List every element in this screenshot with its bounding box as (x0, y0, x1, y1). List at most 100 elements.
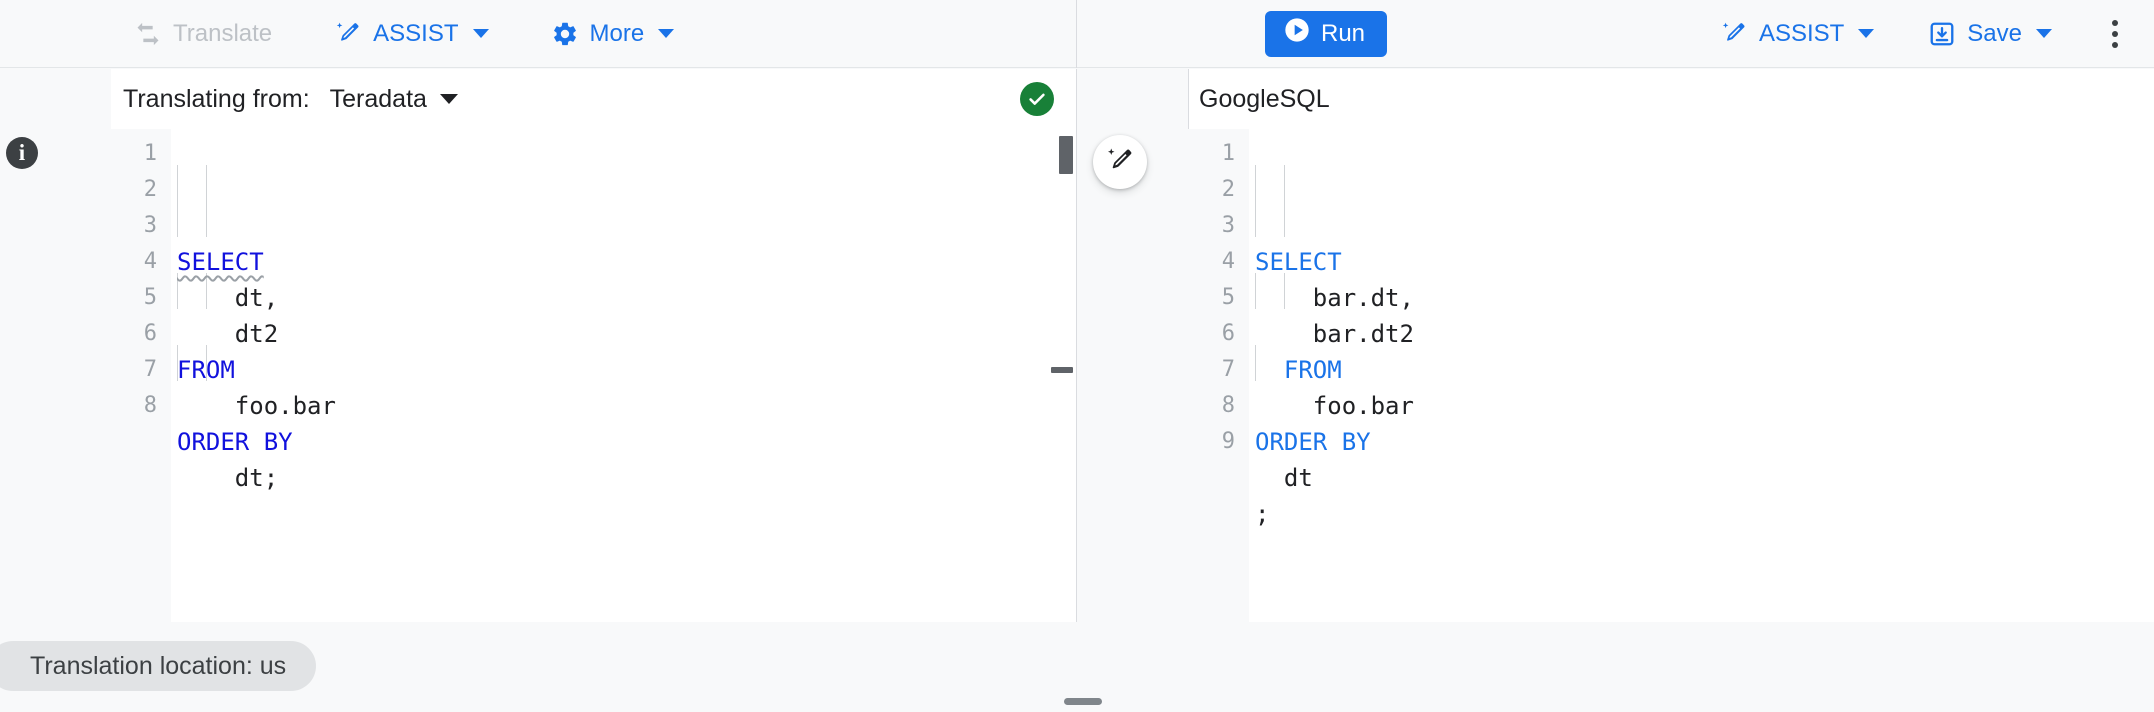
chevron-down-icon (472, 29, 489, 38)
target-dialect-value: GoogleSQL (1199, 84, 1330, 113)
code-line: ; (1255, 496, 2154, 532)
run-button[interactable]: Run (1265, 10, 1388, 57)
more-button-label: More (589, 19, 645, 47)
line-number: 5 (143, 285, 157, 310)
dialect-header-row: Translating from: Teradata GoogleSQL (0, 69, 2154, 129)
target-editor-pane[interactable]: 1 2 3 4 5 6 7 8 9 SELECT bar.dt, bar.dt2 FROM fo… (1189, 129, 2154, 622)
source-toolbar: Translate ASSIST (0, 0, 1077, 68)
assist-target-button[interactable]: ASSIST (1706, 11, 1888, 57)
swap-horizontal-icon (134, 20, 162, 48)
save-download-icon (1928, 20, 1956, 48)
line-number: 6 (143, 321, 157, 346)
magic-pen-icon (1105, 146, 1135, 179)
chevron-down-icon (658, 29, 675, 38)
line-number: 4 (1221, 249, 1235, 274)
code-line: FROM (177, 352, 1076, 388)
sql-identifier: dt2 (234, 320, 279, 348)
sql-identifier: bar.dt, (1312, 284, 1414, 312)
sql-identifier: ; (1255, 500, 1270, 528)
assist-target-label: ASSIST (1758, 19, 1845, 47)
line-number: 9 (1221, 429, 1235, 454)
magic-edit-button[interactable] (1093, 135, 1147, 189)
sql-identifier: foo.bar (1312, 392, 1414, 420)
code-line: SELECT (1255, 244, 2154, 280)
code-line: FROM (1255, 352, 2154, 388)
line-number: 6 (1221, 321, 1235, 346)
line-number: 1 (1221, 141, 1235, 166)
target-dialect-bar: GoogleSQL (1189, 69, 2154, 129)
code-line: dt, (177, 280, 1076, 316)
code-line: ORDER BY (177, 424, 1076, 460)
save-button[interactable]: Save (1914, 11, 2066, 57)
save-button-label: Save (1967, 19, 2022, 47)
line-number: 5 (1221, 285, 1235, 310)
code-line: dt; (177, 460, 1076, 496)
sql-keyword: SELECT (1255, 248, 1342, 276)
source-scroll-position-marker[interactable] (1051, 367, 1073, 373)
code-line: foo.bar (177, 388, 1076, 424)
more-button[interactable]: More (537, 11, 689, 57)
sql-identifier: foo.bar (234, 392, 336, 420)
code-line: bar.dt2 (1255, 316, 2154, 352)
target-toolbar: Run ASSIST (1077, 0, 2154, 68)
gear-icon (551, 20, 579, 48)
line-number: 7 (143, 357, 157, 382)
code-line: foo.bar (1255, 388, 2154, 424)
assist-source-label: ASSIST (373, 19, 459, 47)
info-icon[interactable]: i (6, 137, 38, 169)
line-number: 1 (143, 141, 157, 166)
more-vert-icon[interactable] (2092, 11, 2138, 57)
code-line: dt2 (177, 316, 1076, 352)
sql-identifier: bar.dt2 (1312, 320, 1414, 348)
code-line: bar.dt, (1255, 280, 2154, 316)
sql-keyword: FROM (177, 356, 235, 384)
run-button-label: Run (1321, 19, 1366, 47)
magic-pen-icon (334, 20, 362, 48)
check-circle-icon (1020, 82, 1054, 116)
line-number: 2 (143, 177, 157, 202)
chevron-down-icon (2036, 29, 2052, 38)
chevron-down-icon (439, 94, 458, 104)
translate-button-label: Translate (173, 19, 273, 47)
source-dialect-value: Teradata (329, 84, 427, 113)
footer-bar: Translation location: us (0, 622, 2154, 712)
translate-button[interactable]: Translate (120, 11, 286, 57)
source-vertical-scrollbar-thumb[interactable] (1059, 136, 1073, 174)
line-number: 3 (1221, 213, 1235, 238)
line-number: 2 (1221, 177, 1235, 202)
sql-identifier: dt (1283, 464, 1313, 492)
code-line: ORDER BY (1255, 424, 2154, 460)
sql-keyword: SELECT (177, 248, 264, 276)
code-line (1255, 532, 2154, 568)
line-number: 3 (143, 213, 157, 238)
source-dialect-select[interactable]: Teradata (330, 85, 458, 114)
bottom-resize-handle[interactable] (1064, 698, 1102, 705)
source-dialect-bar: Translating from: Teradata (111, 69, 1077, 129)
play-circle-icon (1283, 16, 1311, 51)
line-number: 4 (143, 249, 157, 274)
assist-source-button[interactable]: ASSIST (320, 11, 502, 57)
code-line: dt (1255, 460, 2154, 496)
sql-identifier: dt, (234, 284, 279, 312)
translating-from-label: Translating from: (123, 84, 310, 113)
line-number: 8 (143, 393, 157, 418)
target-toolbar-right-group: ASSIST Save (1706, 0, 2138, 68)
sql-identifier: dt; (234, 464, 279, 492)
target-line-number-gutter: 1 2 3 4 5 6 7 8 9 (1189, 129, 1249, 622)
translation-location-chip: Translation location: us (0, 641, 317, 691)
code-line: SELECT (177, 244, 1076, 280)
sql-keyword: ORDER BY (1255, 428, 1371, 456)
code-line (177, 496, 1076, 532)
source-line-number-gutter: 1 2 3 4 5 6 7 8 (111, 129, 171, 622)
line-number: 8 (1221, 393, 1235, 418)
pane-divider-header (1077, 69, 1189, 129)
line-number: 7 (1221, 357, 1235, 382)
magic-pen-icon (1720, 20, 1748, 48)
sql-keyword: ORDER BY (177, 428, 293, 456)
top-toolbar: Translate ASSIST (0, 0, 2154, 68)
